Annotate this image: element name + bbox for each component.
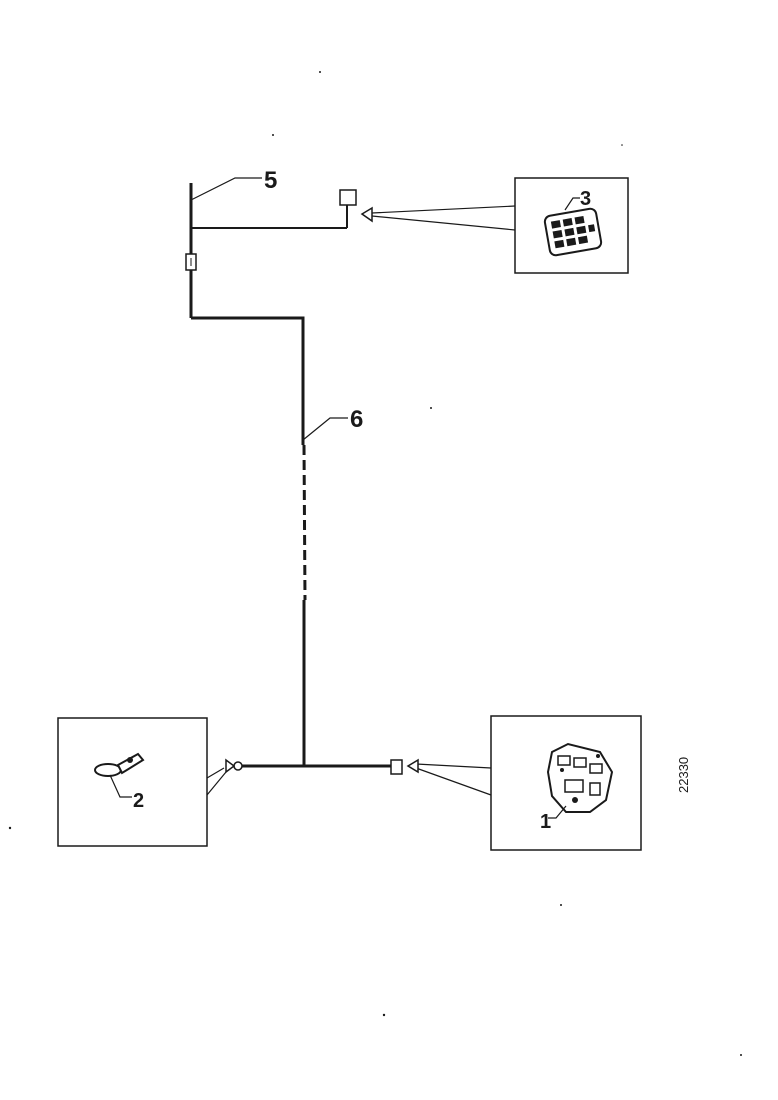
harness-6-dashed — [302, 444, 307, 601]
reference-number: 22330 — [676, 757, 691, 793]
leader-5 — [190, 177, 262, 201]
leader-6 — [302, 417, 348, 441]
arrow-head-3 — [360, 206, 373, 223]
detail-box-2 — [57, 717, 208, 847]
detail-box-1 — [490, 715, 642, 851]
leader-2 — [109, 774, 132, 798]
arrow-head-1 — [406, 758, 419, 774]
leader-1 — [548, 805, 567, 819]
detail-box-3 — [514, 177, 629, 274]
harness-6-route — [191, 316, 305, 445]
callout-5: 5 — [264, 167, 277, 194]
callout-6: 6 — [350, 406, 363, 433]
connector-left-plug — [225, 758, 236, 774]
callout-2: 2 — [133, 790, 144, 812]
detail-arrow-3 — [371, 205, 516, 231]
connector-box-top — [339, 189, 357, 206]
connector-block-3-icon — [543, 207, 603, 257]
detail-arrow-1 — [415, 763, 492, 796]
scan-specks — [8, 71, 742, 1056]
control-unit-1-icon — [546, 742, 614, 813]
detail-arrow-2 — [206, 767, 227, 796]
leader-3 — [564, 197, 580, 211]
connector-right-box — [390, 759, 403, 775]
callout-3: 3 — [580, 188, 591, 210]
sensor-2-icon — [94, 752, 145, 777]
callout-1: 1 — [540, 811, 551, 833]
